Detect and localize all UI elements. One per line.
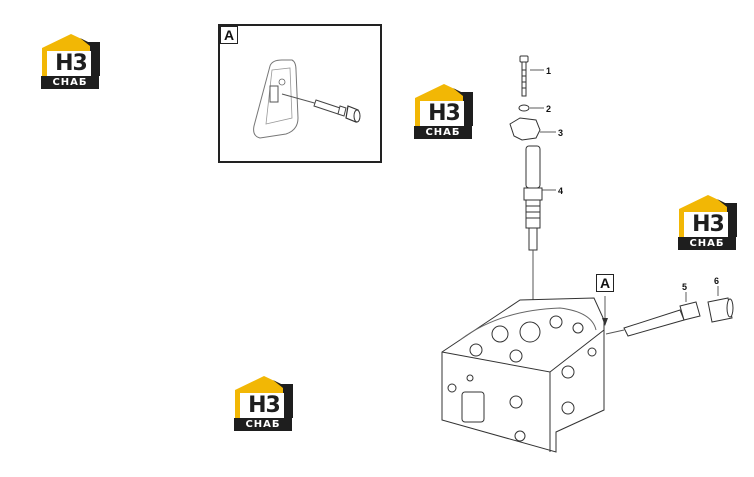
inset-label: A <box>220 26 238 44</box>
logo-band: CHAБ <box>234 418 292 431</box>
detail-inset-a <box>218 24 382 163</box>
pressure-pipe-part <box>605 301 701 337</box>
logo-mark: H3 <box>428 101 461 126</box>
bolt-part <box>519 55 529 97</box>
logo-mark: H3 <box>692 212 725 237</box>
callout-5: 5 <box>682 282 687 292</box>
injector-part <box>523 145 543 330</box>
clamp-part <box>509 117 541 141</box>
watermark-logo: H3 CHAБ <box>677 193 739 251</box>
watermark-logo: H3 CHAБ <box>233 374 295 432</box>
callout-3: 3 <box>558 128 563 138</box>
callout-1: 1 <box>546 66 551 76</box>
logo-band: CHAБ <box>678 237 736 250</box>
callout-4: 4 <box>558 186 563 196</box>
logo-mark: H3 <box>55 51 88 76</box>
logo-band: CHAБ <box>41 76 99 89</box>
callout-2: 2 <box>546 104 551 114</box>
logo-mark: H3 <box>248 393 281 418</box>
watermark-logo: H3 CHAБ <box>413 82 475 140</box>
washer-part <box>518 104 530 112</box>
watermark-logo: H3 CHAБ <box>40 32 102 90</box>
nut-part <box>707 297 734 323</box>
callout-6: 6 <box>714 276 719 286</box>
cylinder-head-part <box>441 297 605 453</box>
logo-band: CHAБ <box>414 126 472 139</box>
inset-drawing <box>253 59 361 139</box>
detail-tag-a: A <box>596 274 614 292</box>
